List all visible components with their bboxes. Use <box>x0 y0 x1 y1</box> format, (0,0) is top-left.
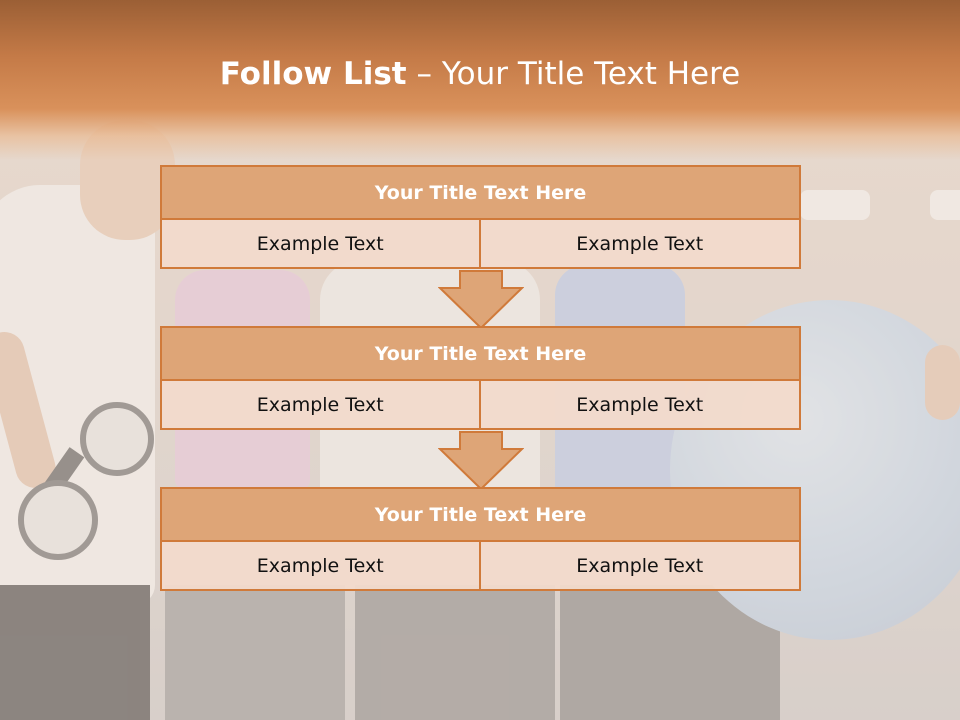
down-arrow-icon <box>438 431 524 491</box>
block-title[interactable]: Your Title Text Here <box>160 487 801 542</box>
photo-hand <box>925 345 960 420</box>
list-block-1: Your Title Text Here Example Text Exampl… <box>160 165 801 269</box>
slide-title: Follow List – Your Title Text Here <box>0 52 960 96</box>
block-title[interactable]: Your Title Text Here <box>160 326 801 381</box>
block-cell-right[interactable]: Example Text <box>480 220 801 269</box>
block-row: Example Text Example Text <box>160 220 801 269</box>
dumbbell-plate <box>80 402 154 476</box>
photo-man-legs <box>0 585 150 720</box>
slide-title-bold: Follow List <box>219 56 407 92</box>
down-arrow-icon <box>438 270 524 330</box>
list-block-2: Your Title Text Here Example Text Exampl… <box>160 326 801 430</box>
list-block-3: Your Title Text Here Example Text Exampl… <box>160 487 801 591</box>
block-title[interactable]: Your Title Text Here <box>160 165 801 220</box>
dumbbell-plate <box>18 480 98 560</box>
block-cell-left[interactable]: Example Text <box>160 381 481 430</box>
background-window <box>800 190 870 220</box>
block-row: Example Text Example Text <box>160 542 801 591</box>
slide-title-rest: – Your Title Text Here <box>406 56 741 92</box>
block-cell-left[interactable]: Example Text <box>160 220 481 269</box>
block-cell-right[interactable]: Example Text <box>480 542 801 591</box>
block-cell-right[interactable]: Example Text <box>480 381 801 430</box>
block-row: Example Text Example Text <box>160 381 801 430</box>
header-band <box>0 0 960 160</box>
block-cell-left[interactable]: Example Text <box>160 542 481 591</box>
background-window <box>930 190 960 220</box>
photo-woman-legs <box>165 585 345 720</box>
photo-woman-legs <box>355 585 555 720</box>
